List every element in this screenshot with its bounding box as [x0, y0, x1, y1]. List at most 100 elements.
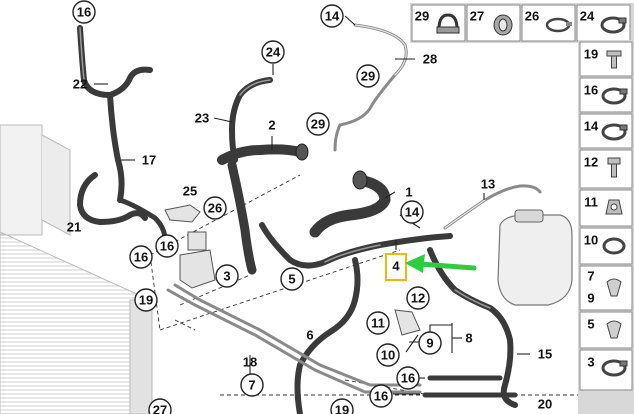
callout-16: 16: [369, 384, 393, 408]
callout-label: 27: [153, 403, 167, 414]
hose-clamp-icon: [601, 123, 628, 141]
nut-icon: [605, 199, 623, 215]
callout-label: 21: [67, 220, 81, 235]
expansion-tank: [497, 209, 573, 306]
callout-11: 11: [366, 311, 390, 335]
callout-label: 1: [405, 185, 412, 200]
callout-1: 1: [405, 185, 412, 200]
callout-26: 26: [203, 196, 227, 220]
side-panel-cell-19: 19: [579, 41, 633, 77]
callout-23: 23: [195, 111, 209, 126]
hose-clamp-icon: [601, 87, 628, 105]
callout-label: 2: [268, 118, 275, 133]
callout-label: 12: [411, 291, 425, 306]
callout-label: 4: [392, 259, 400, 274]
hose-clamp-icon: [601, 359, 628, 377]
top-panel-cell-26: 26: [521, 4, 576, 42]
hose-clamp-icon: [600, 16, 627, 34]
callout-label: 9: [426, 336, 433, 351]
clip-icon: [606, 278, 622, 297]
hose-22: [77, 25, 153, 203]
leader-lines: [94, 15, 530, 395]
side-panel-cell-10: 10: [579, 227, 633, 265]
callout-label: 14: [325, 9, 340, 24]
callout-label: 10: [381, 348, 395, 363]
clamp-icon: [436, 13, 460, 34]
callout-24: 24: [261, 40, 285, 64]
callout-label: 11: [371, 316, 385, 331]
callout-29: 29: [306, 112, 330, 136]
panel-label: 24: [580, 9, 595, 24]
callout-label: 16: [374, 389, 388, 404]
side-panel-cell-11: 11: [579, 189, 633, 227]
callout-29: 29: [356, 64, 380, 88]
callout-14: 14: [400, 200, 424, 224]
panel-label: 5: [587, 317, 594, 332]
hose-15: [427, 247, 518, 408]
callout-label: 29: [311, 117, 325, 132]
top-parts-panel: 29 27 26 24: [410, 3, 634, 43]
hose-23: [229, 77, 273, 163]
callout-22: 22: [73, 77, 87, 92]
callout-label: 23: [195, 111, 209, 126]
callout-10: 10: [376, 343, 400, 367]
pipe-18: [166, 283, 422, 394]
callout-label: 15: [538, 347, 552, 362]
callout-label: 16: [160, 239, 174, 254]
spring-clamp-icon: [545, 17, 572, 33]
hose-clip-icon: [493, 14, 513, 36]
callout-16: 16: [396, 366, 420, 390]
callout-label: 18: [243, 355, 257, 370]
callout-2: 2: [268, 118, 275, 133]
callout-20: 20: [538, 397, 552, 412]
side-panel-cell-16: 16: [579, 77, 633, 113]
callout-label: 25: [183, 184, 197, 199]
thermostat-housing: [179, 231, 216, 289]
panel-label: 11: [584, 195, 598, 210]
callout-6: 6: [306, 328, 313, 343]
callout-5: 5: [280, 267, 304, 291]
top-panel-cell-29: 29: [411, 4, 466, 42]
callout-label: 28: [423, 52, 437, 67]
side-panel-cell-12: 12: [579, 149, 633, 189]
panel-label: 27: [470, 9, 484, 24]
callout-label: 16: [401, 371, 415, 386]
callout-21: 21: [67, 220, 81, 235]
callout-label: 6: [306, 328, 313, 343]
screw-icon: [606, 50, 622, 69]
side-panel-cell-3: 3: [579, 349, 633, 391]
callout-label: 26: [208, 201, 222, 216]
panel-label: 26: [525, 9, 539, 24]
callout-7: 7: [240, 373, 264, 397]
callout-15: 15: [538, 347, 552, 362]
panel-label: 12: [584, 155, 598, 170]
bracket-11: [394, 309, 421, 336]
top-panel-cell-24: 24: [576, 4, 631, 42]
callout-label: 13: [481, 177, 495, 192]
callout-14: 14: [320, 4, 344, 28]
panel-label: 14: [584, 119, 599, 134]
callout-label: 16: [134, 250, 148, 265]
callout-label: 3: [223, 269, 230, 284]
callout-label: 5: [288, 272, 295, 287]
callout-18: 18: [243, 355, 257, 370]
side-panel-cell-9: 9: [587, 291, 594, 306]
highlight-box: [385, 253, 407, 281]
radiator-lower: [0, 231, 153, 414]
panel-label: 3: [587, 355, 594, 370]
side-panel-cell-5: 5: [579, 311, 633, 349]
clip-icon: [606, 320, 622, 339]
callout-label: 8: [465, 331, 472, 346]
callout-25: 25: [183, 184, 197, 199]
panel-label: 29: [415, 9, 429, 24]
pipe-28: [333, 23, 408, 152]
top-panel-cell-27: 27: [466, 4, 521, 42]
callout-16: 16: [155, 234, 179, 258]
ring-clamp-icon: [602, 237, 626, 255]
callout-label: 29: [361, 69, 375, 84]
hoses-lower-16: [422, 375, 518, 398]
callout-28: 28: [423, 52, 437, 67]
hose-2: [217, 143, 309, 275]
